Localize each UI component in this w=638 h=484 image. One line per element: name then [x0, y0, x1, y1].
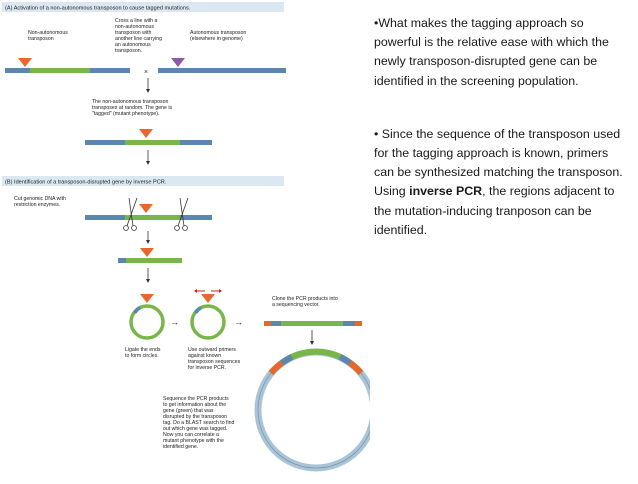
panel-b-header: (B) Identification of a transposon-disru…: [5, 180, 167, 186]
scissors-icon-left: [123, 197, 138, 231]
label-cut: Cut genomic DNA with restriction enzymes…: [14, 196, 67, 208]
panel-b-header-bar: [2, 176, 284, 186]
bullet-list: •What makes the tagging approach so powe…: [374, 14, 630, 274]
panel-a-header: (A) Activation of a non-autonomous trans…: [5, 6, 191, 12]
tagged-transposon-marker: [139, 129, 153, 138]
label-transposes: The non-autonomous transposon transposes…: [92, 99, 174, 117]
cut-fragment: [118, 248, 182, 263]
non-autonomous-transposon-marker: [18, 58, 32, 67]
label-ligate: Ligate the ends to form circles.: [125, 347, 162, 359]
bullet-inverse-pcr-post: , the regions adjacent to the mutation-i…: [374, 184, 615, 237]
arrow-head-4: [146, 279, 150, 283]
autonomous-transposon-marker: [171, 58, 185, 67]
transposon-marker-fragment: [140, 248, 154, 257]
label-non-autonomous: Non-autonomous transposon: [28, 30, 69, 42]
bullet-inverse-pcr-pre: • Since the sequence of the transposon u…: [374, 126, 623, 199]
label-clone: Clone the PCR products into a sequencing…: [272, 296, 339, 308]
gene-segment: [30, 68, 90, 73]
transposon-marker-circle2: [201, 294, 215, 303]
ligated-circle: [129, 294, 165, 340]
arrow-head-1: [146, 89, 150, 93]
tagged-gene-row: [85, 129, 212, 145]
figure-svg: (A) Activation of a non-autonomous trans…: [2, 2, 378, 472]
arrow-head-3: [146, 240, 150, 244]
inverse-pcr-term: inverse PCR: [409, 184, 483, 199]
label-autonomous: Autonomous transposon (elsewhere in geno…: [190, 30, 248, 42]
transposon-tagging-figure: (A) Activation of a non-autonomous trans…: [2, 2, 378, 472]
label-primers: Use outward primers against known transp…: [188, 347, 242, 371]
label-sequence: Sequence the PCR products to get informa…: [163, 396, 236, 450]
pcr-product: [264, 321, 362, 326]
label-cross: Cross a line with a non-autonomous trans…: [115, 18, 163, 54]
panel-a-header-bar: [2, 2, 284, 12]
arrow-right-2: →: [234, 317, 243, 327]
transposon-marker-circle1: [140, 294, 154, 303]
arrow-head-5: [310, 341, 314, 345]
cross-symbol: ×: [144, 69, 148, 76]
sequencing-vector: [254, 348, 378, 472]
bullet-inverse-pcr: • Since the sequence of the transposon u…: [374, 125, 630, 240]
transposon-marker-cut-row: [139, 204, 153, 213]
bullet-tagging-power: •What makes the tagging approach so powe…: [374, 16, 609, 88]
dna-strand-right: [158, 68, 286, 73]
cut-dna-row: [85, 197, 212, 231]
arrow-head-2: [146, 161, 150, 165]
panel-a-dna-row: ×: [5, 58, 286, 76]
scissors-icon-right: [174, 197, 189, 231]
primer-circle: [190, 289, 226, 340]
arrow-right-1: →: [170, 317, 179, 327]
